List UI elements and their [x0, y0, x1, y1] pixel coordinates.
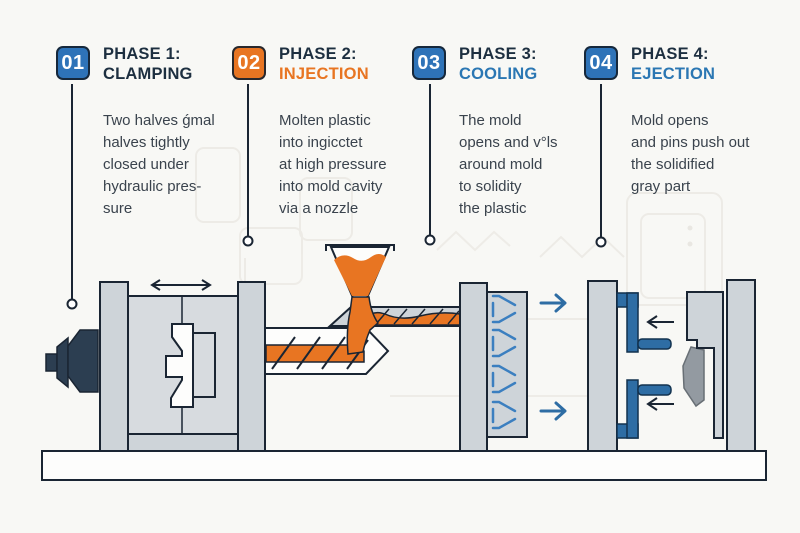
right-platen [726, 279, 756, 452]
phase-2-title: PHASE 2: INJECTION [279, 44, 369, 84]
clamp-motion-arrow-icon [150, 279, 212, 291]
ejector-pins [616, 292, 672, 439]
phase-1-title: PHASE 1: CLAMPING [103, 44, 193, 84]
description-line: into ingicctet [279, 134, 363, 151]
phase-1: 01 PHASE 1: CLAMPING Two halves ǵmal hal… [56, 45, 215, 217]
description-line: into mold cavity [279, 178, 383, 195]
description-line: Mold opens [631, 112, 709, 129]
description-line: halves tightly [103, 134, 190, 151]
cooling-unit [459, 282, 567, 452]
description-line: the solidified [631, 156, 715, 173]
phase-2-number-badge: 02 [232, 46, 266, 80]
screw-molten-band [265, 344, 365, 363]
leader-dot-3 [424, 234, 436, 246]
phase-4: 04 PHASE 4: EJECTION Mold opens and pins… [584, 45, 749, 195]
phase-2-subtitle: INJECTION [279, 65, 369, 83]
hopper-rim [325, 244, 395, 251]
phase-2: 02 PHASE 2: INJECTION Molten plastic int… [232, 45, 387, 217]
leader-dot-2 [242, 235, 254, 247]
clamping-unit [45, 279, 266, 452]
description-line: gray part [631, 178, 691, 195]
mold-open-arrow-icon [539, 293, 567, 421]
description-line: the plastic [459, 200, 527, 217]
leader-dot-4 [595, 236, 607, 248]
phase-3-description: The mold opens and v°ls around mold to s… [459, 110, 558, 220]
phase-4-title: PHASE 4: EJECTION [631, 44, 715, 84]
ejection-mold-half [686, 291, 724, 439]
hopper [325, 244, 395, 355]
description-line: Two halves ǵmal [103, 112, 215, 129]
phase-2-title-line: PHASE 2: [279, 45, 357, 63]
description-line: The mold [459, 112, 522, 129]
cooling-channels [491, 294, 517, 430]
phase-3-title-line: PHASE 3: [459, 45, 537, 63]
phase-3: 03 PHASE 3: COOLING The mold opens and v… [412, 45, 558, 217]
hopper-molten [334, 254, 386, 296]
description-line: hydraulic pres- [103, 178, 202, 195]
injection-unit [264, 244, 461, 375]
description-line: Molten plastic [279, 112, 371, 129]
phase-3-number-badge: 03 [412, 46, 446, 80]
clamp-mold-cavity [165, 323, 194, 408]
leader-dot-1 [66, 298, 78, 310]
phase-3-title: PHASE 3: COOLING [459, 44, 537, 84]
description-line: to solidity [459, 178, 522, 195]
molten-stream [346, 296, 380, 355]
phase-3-subtitle: COOLING [459, 65, 538, 83]
phase-4-description: Mold opens and pins push out the solidif… [631, 110, 749, 198]
phase-2-description: Molten plastic into ingicctet at high pr… [279, 110, 387, 220]
description-line: and pins push out [631, 134, 750, 151]
description-line: opens and v°ls [459, 134, 558, 151]
base-platform [41, 450, 767, 481]
phase-4-subtitle: EJECTION [631, 65, 716, 83]
ejection-arrow-icon [646, 315, 674, 411]
description-line: around mold [459, 156, 543, 173]
description-line: sure [103, 200, 133, 217]
phase-1-description: Two halves ǵmal halves tightly closed un… [103, 110, 215, 220]
leader-lines [66, 84, 607, 310]
description-line: via a nozzle [279, 200, 359, 217]
cooling-platen [459, 282, 488, 452]
phase-1-number-badge: 01 [56, 46, 90, 80]
ejection-unit [587, 279, 756, 452]
clamp-bottom-rail [127, 433, 239, 452]
phase-1-subtitle: CLAMPING [103, 65, 193, 83]
phase-1-title-line: PHASE 1: [103, 45, 181, 63]
description-line: at high pressure [279, 156, 387, 173]
ejected-part [682, 346, 705, 408]
ejector-platen [587, 280, 618, 452]
clamp-actuator [45, 329, 99, 393]
clamp-right-platen [237, 281, 266, 452]
phase-4-number-badge: 04 [584, 46, 618, 80]
clamp-left-platen [99, 281, 129, 452]
description-line: closed under [103, 156, 189, 173]
phase-4-title-line: PHASE 4: [631, 45, 709, 63]
